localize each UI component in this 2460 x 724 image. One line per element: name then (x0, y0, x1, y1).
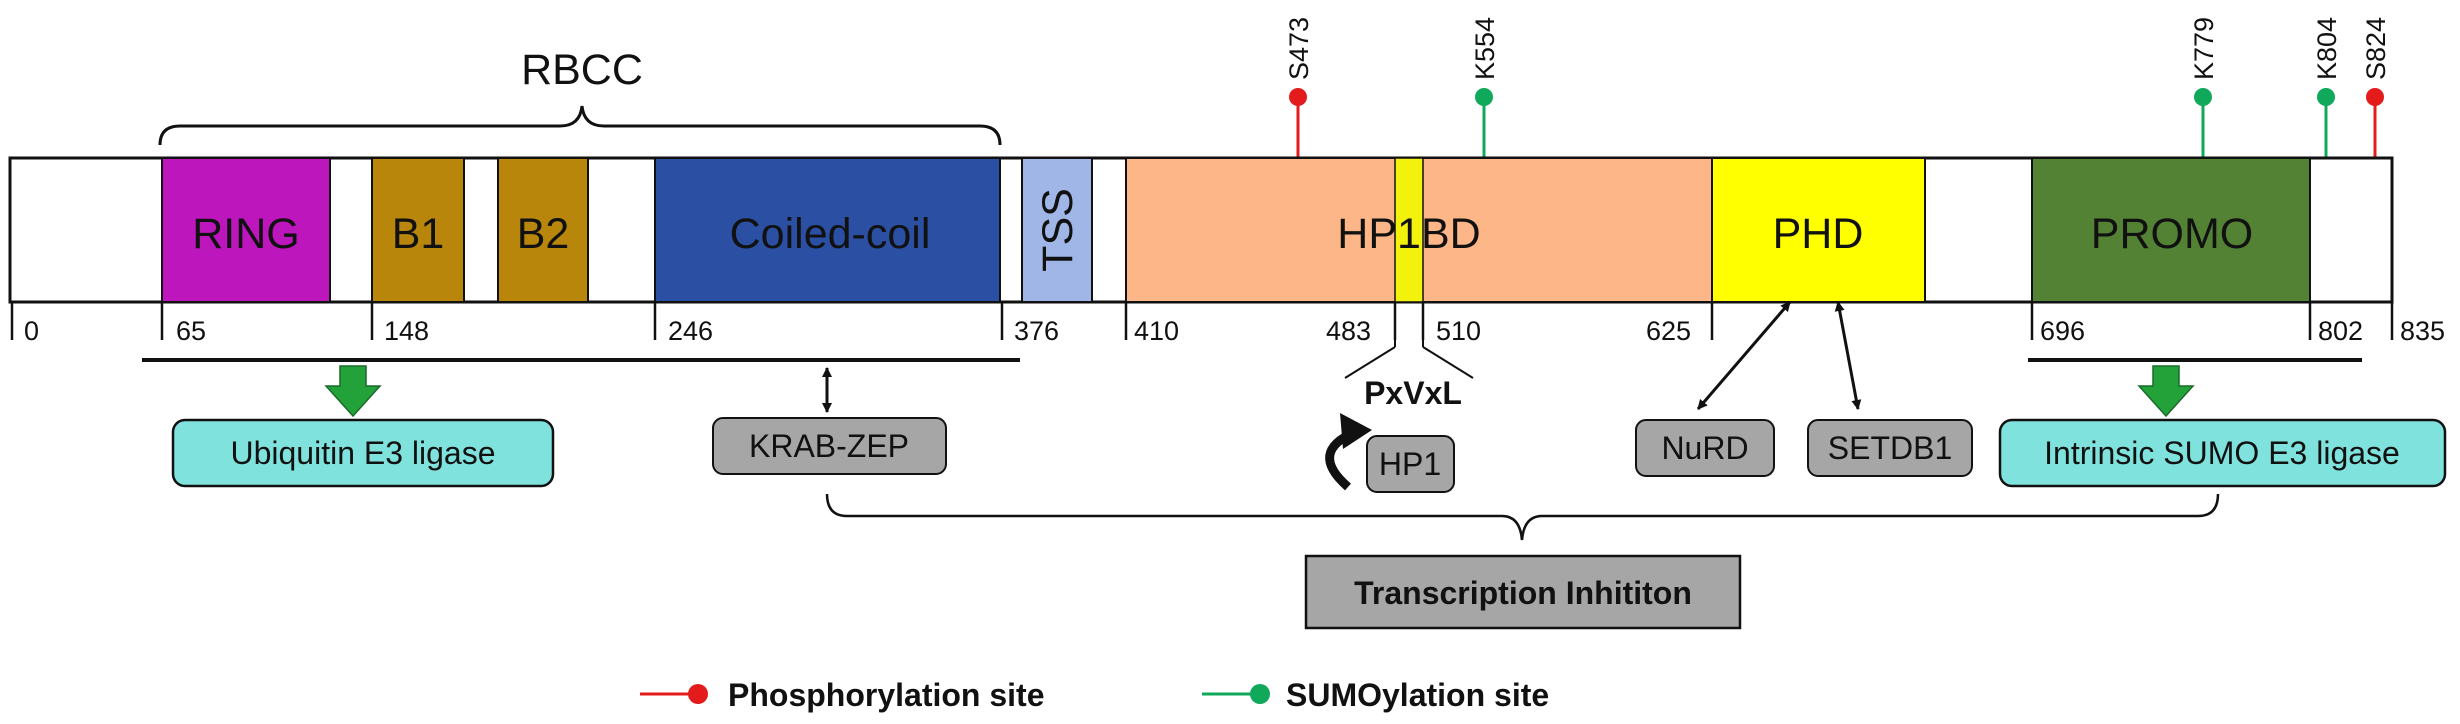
rbcc-title: RBCC (521, 46, 643, 94)
pos-376: 376 (1014, 316, 1059, 346)
rbcc-bracket (158, 105, 1002, 146)
b2-label: B2 (517, 210, 570, 258)
krab-zep-label: KRAB-ZEP (749, 428, 909, 464)
pos-148: 148 (384, 316, 429, 346)
hp1bd-label: HP1BD (1337, 210, 1480, 258)
pos-696: 696 (2040, 316, 2085, 346)
legend: Phosphorylation site SUMOylation site (640, 677, 1549, 713)
promo-domain (2031, 157, 2311, 303)
s473-label: S473 (1284, 17, 1314, 80)
position-ticks (10, 302, 2394, 340)
coiled-coil-domain (654, 157, 1001, 303)
tss-domain (1021, 157, 1093, 303)
transcription-inhibition-label: Transcription Inhititon (1354, 575, 1692, 611)
transcription-inhibition-box (1304, 554, 1742, 630)
s824-label: S824 (2361, 17, 2391, 80)
pos-835: 835 (2400, 316, 2445, 346)
pxvxl-callout-right-diag (1422, 346, 1474, 379)
hp1-label: HP1 (1379, 446, 1441, 482)
position-labels: 0 65 148 246 376 410 483 510 625 696 802… (24, 316, 2445, 346)
k554-label: K554 (1470, 17, 1500, 80)
ring-domain (161, 157, 331, 303)
nurd-box (1635, 419, 1775, 477)
pxvxl-callout-left-diag (1344, 346, 1396, 379)
pos-0: 0 (24, 316, 39, 346)
pos-246: 246 (668, 316, 713, 346)
b2-domain (497, 157, 589, 303)
ring-label: RING (192, 210, 300, 258)
legend-phospho-dot (688, 684, 708, 704)
sumo-ligase-box (1998, 418, 2447, 488)
phd-label: PHD (1773, 210, 1864, 258)
coiled-coil-label: Coiled-coil (730, 210, 931, 258)
legend-phospho-label: Phosphorylation site (728, 677, 1044, 713)
pos-410: 410 (1134, 316, 1179, 346)
k804-dot (2317, 88, 2335, 106)
transcription-bracket (825, 493, 2220, 541)
legend-sumo-dot (1250, 684, 1270, 704)
sumo-ligase-down-arrow (2137, 365, 2195, 418)
promo-label: PROMO (2091, 210, 2253, 258)
tss-label: TSS (1034, 188, 1082, 272)
k554-dot (1475, 88, 1493, 106)
b1-label: B1 (392, 210, 445, 258)
sumo-ligase-label: Intrinsic SUMO E3 ligase (2044, 435, 2400, 471)
pos-483: 483 (1326, 316, 1371, 346)
nurd-label: NuRD (1661, 430, 1748, 466)
phd-nurd-arrow (1696, 301, 1792, 410)
hp1-binding-arrowhead (1340, 413, 1372, 449)
setdb1-label: SETDB1 (1828, 430, 1952, 466)
legend-sumo-label: SUMOylation site (1286, 677, 1549, 713)
pxvxl-motif: PxVxL (1364, 375, 1462, 411)
ubiquitin-ligase-label: Ubiquitin E3 ligase (230, 435, 495, 471)
s473-dot (1289, 88, 1307, 106)
pos-625: 625 (1646, 316, 1691, 346)
pos-802: 802 (2318, 316, 2363, 346)
setdb1-box (1807, 419, 1973, 477)
s824-dot (2366, 88, 2384, 106)
pxvxl-band (1394, 157, 1424, 303)
pos-65: 65 (176, 316, 206, 346)
ubiquitin-down-arrow (324, 365, 382, 418)
phd-domain (1711, 157, 1926, 303)
phd-setdb1-arrow (1834, 301, 1862, 410)
b1-domain (371, 157, 465, 303)
pos-510: 510 (1436, 316, 1481, 346)
ubiquitin-ligase-box (171, 418, 555, 488)
k804-label: K804 (2312, 17, 2342, 80)
k779-label: K779 (2189, 17, 2219, 80)
krab-zep-box (712, 417, 947, 475)
hp1-box (1366, 435, 1455, 493)
k779-dot (2194, 88, 2212, 106)
ptm-site-markers: S473 K554 K779 K804 S824 (1284, 17, 2391, 158)
